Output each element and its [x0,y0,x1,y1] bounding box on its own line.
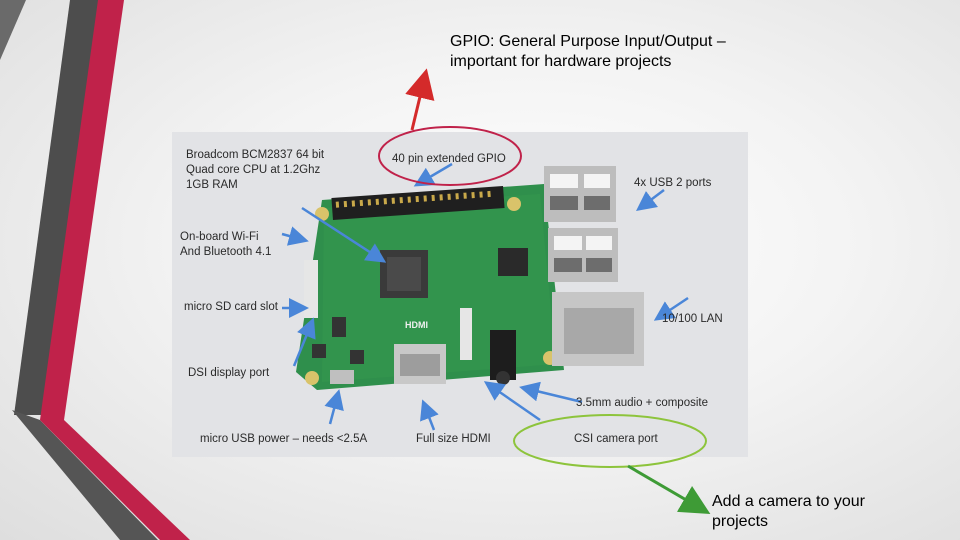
arrow-wifi [282,234,304,240]
label-hdmi: Full size HDMI [416,432,491,447]
label-gpio: 40 pin extended GPIO [392,152,506,167]
arrow-hdmi [424,404,434,430]
label-sd: micro SD card slot [184,300,278,315]
label-soc: Broadcom BCM2837 64 bit Quad core CPU at… [186,148,324,193]
arrow-usb [640,190,664,208]
wifi-chip [498,248,528,276]
label-csi: CSI camera port [574,432,658,447]
mounting-hole [507,197,521,211]
csi-connector [460,308,472,360]
raspberry-pi-photo: HDMI Broadcom BCM2837 64 bit [172,132,748,457]
inductor [332,317,346,337]
camera-note-line2: projects [712,512,952,532]
camera-note: Add a camera to your projects [712,492,952,532]
arrow-gpio [418,164,452,184]
label-wifi: On-board Wi-Fi And Bluetooth 4.1 [180,230,271,260]
mounting-hole [305,371,319,385]
label-soc-line3: 1GB RAM [186,178,324,193]
label-lan: 10/100 LAN [662,312,723,327]
label-dsi: DSI display port [188,366,269,381]
label-usb: 4x USB 2 ports [634,176,711,191]
label-soc-line2: Quad core CPU at 1.2Ghz [186,163,324,178]
hdmi-silkscreen: HDMI [405,320,428,330]
decor-stripe-gray-lower [12,410,158,540]
label-audio: 3.5mm audio + composite [576,396,708,411]
camera-note-line1: Add a camera to your [712,492,952,512]
arrow-power [330,394,338,424]
gpio-note-line2: important for hardware projects [450,52,810,72]
label-wifi-line2: And Bluetooth 4.1 [180,245,271,260]
micro-usb-port [330,370,354,384]
label-wifi-line1: On-board Wi-Fi [180,230,271,245]
gpio-note: GPIO: General Purpose Input/Output – imp… [450,32,810,72]
label-soc-line1: Broadcom BCM2837 64 bit [186,148,324,163]
arrow-audio [524,388,582,402]
dsi-connector [304,260,318,318]
gpio-note-line1: GPIO: General Purpose Input/Output – [450,32,810,52]
decor-stripe-dark-corner [0,0,26,60]
label-power: micro USB power – needs <2.5A [200,432,367,447]
